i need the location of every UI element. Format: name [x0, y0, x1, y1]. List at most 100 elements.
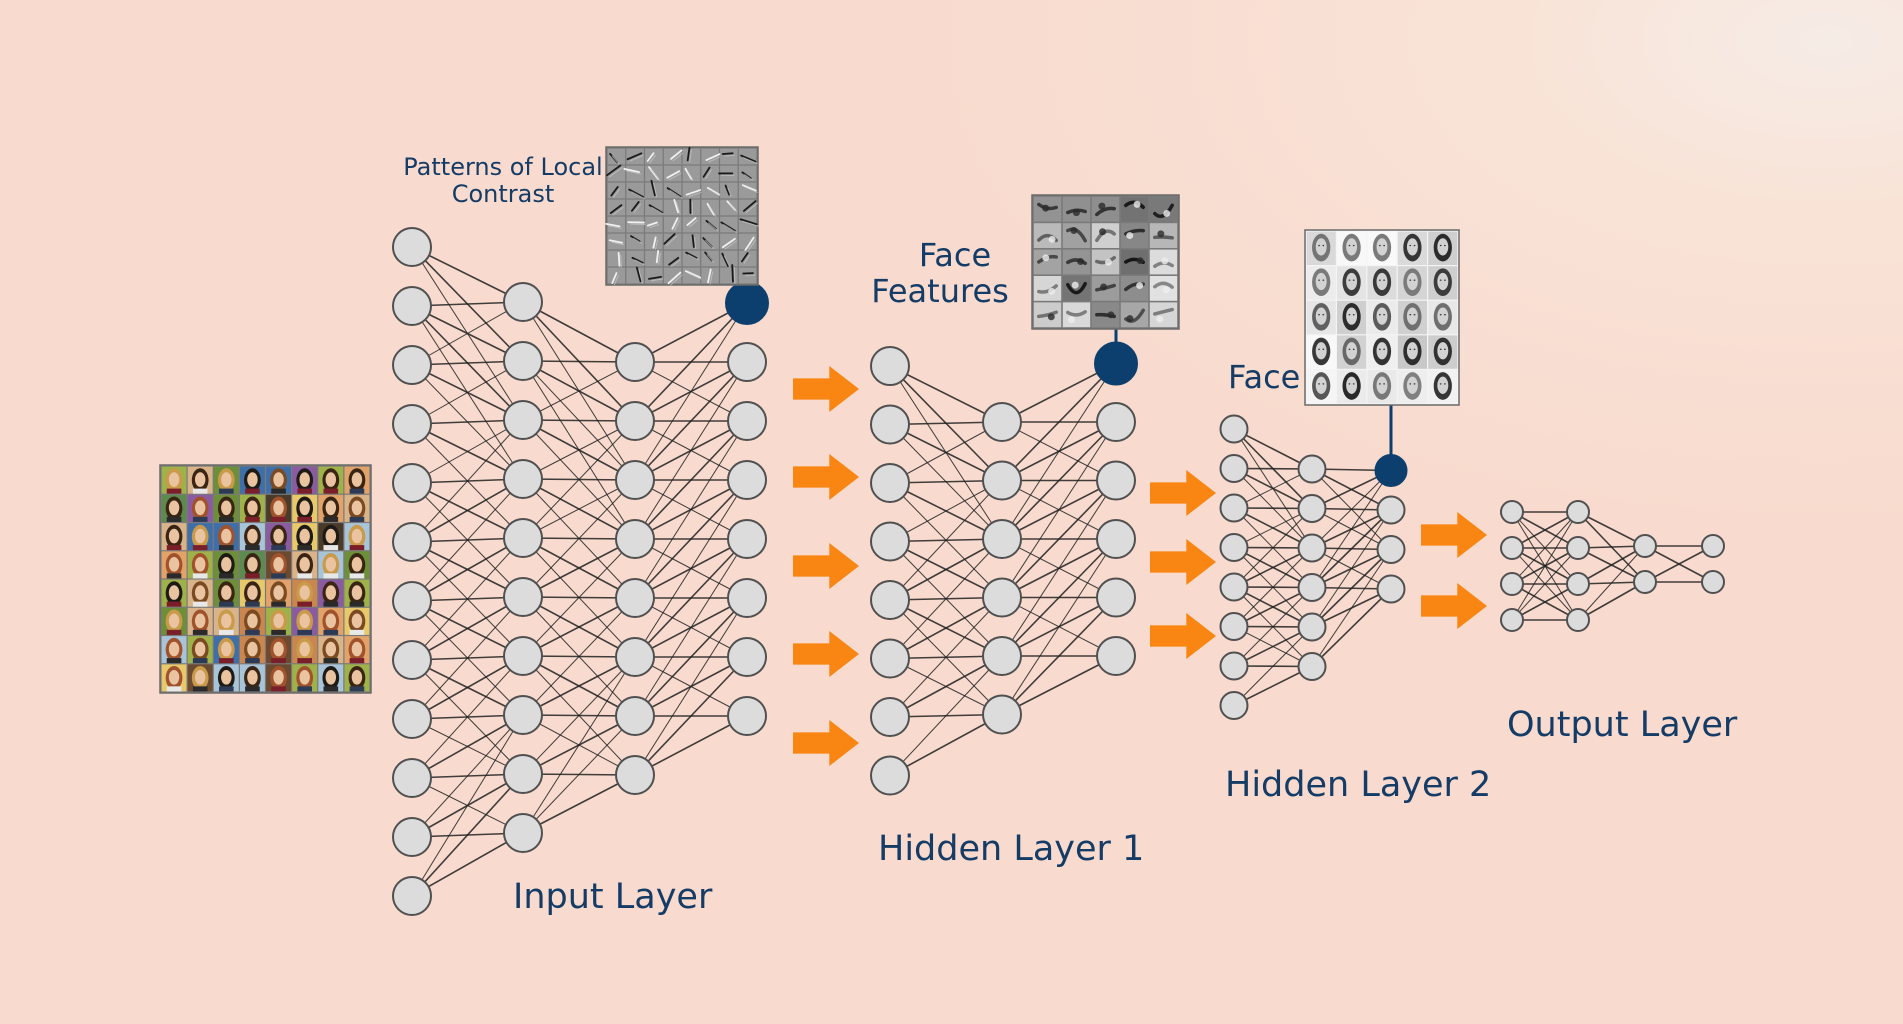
connection-edge	[634, 656, 748, 776]
neuron-node	[615, 755, 655, 795]
highlighted-neuron	[1374, 454, 1408, 487]
connection-edge	[1001, 362, 1117, 482]
connection-edge	[634, 538, 748, 717]
flow-arrow-icon	[1421, 512, 1487, 558]
neuron-node	[1566, 500, 1590, 524]
neuron-node	[727, 460, 767, 500]
connection-edge	[1233, 547, 1313, 588]
connection-edge	[634, 597, 748, 717]
connection-edge	[1001, 363, 1117, 540]
neuron-node	[392, 817, 432, 857]
connection-edge	[634, 302, 748, 481]
flow-arrow-icon	[1421, 583, 1487, 629]
connection-edge	[522, 538, 636, 657]
neuron-node	[503, 282, 543, 322]
connection-edge	[522, 597, 636, 716]
connection-edge	[1311, 509, 1392, 589]
input-face-grid-image	[159, 464, 372, 694]
neuron-node	[1701, 570, 1725, 594]
connection-edge	[634, 420, 748, 540]
neuron-node	[1219, 612, 1249, 641]
neuron-node	[503, 577, 543, 617]
flow-arrow-icon	[793, 631, 859, 677]
face-features-label-line2: Features	[871, 271, 1009, 310]
neuron-node	[870, 697, 910, 737]
output-layer-label: Output Layer	[1507, 705, 1738, 745]
neuron-node	[870, 404, 910, 445]
connection-edge	[411, 832, 524, 897]
connection-edge	[1233, 665, 1313, 707]
connection-edge	[411, 301, 524, 366]
connection-edge	[1511, 583, 1579, 621]
patterns-label-line1: Patterns of Local	[403, 153, 603, 181]
connection-edge	[1233, 547, 1313, 627]
face-features-label: Face Features	[860, 236, 1020, 310]
connection-edge	[411, 478, 524, 543]
connection-edge	[889, 655, 1003, 718]
neuron-node	[1701, 534, 1725, 558]
face-label: Face	[1228, 358, 1301, 396]
nodes-layer	[392, 227, 1725, 916]
neuron-node	[615, 696, 655, 736]
neuron-node	[727, 342, 767, 382]
neuron-node	[392, 758, 432, 798]
connection-edge	[522, 538, 636, 598]
connection-edge	[1577, 545, 1646, 585]
connection-edge	[1001, 421, 1117, 540]
neuron-node	[1096, 577, 1136, 618]
connection-edge	[1001, 538, 1117, 715]
connection-edge	[634, 479, 748, 599]
face-reconstructions-image	[1304, 229, 1460, 406]
connection-edge	[411, 714, 524, 779]
connection-edge	[522, 656, 636, 775]
connection-edge	[634, 597, 748, 776]
neuron-node	[615, 460, 655, 500]
connection-edge	[1511, 511, 1579, 621]
face-features-image	[1031, 194, 1180, 330]
neuron-node	[727, 401, 767, 441]
highlighted-neuron	[725, 281, 769, 325]
neuron-node	[1297, 533, 1327, 563]
connection-edge	[411, 714, 524, 897]
connection-edge	[522, 301, 636, 363]
neuron-node	[615, 519, 655, 559]
connection-edge	[634, 479, 748, 658]
connection-edge	[1233, 626, 1313, 706]
neuron-node	[615, 637, 655, 677]
neuron-node	[982, 402, 1022, 442]
connection-edge	[1311, 588, 1392, 668]
connection-edge	[522, 715, 636, 834]
neuron-node	[392, 876, 432, 916]
connection-edge	[1233, 468, 1313, 509]
neuron-node	[1297, 652, 1327, 681]
neuron-node	[1219, 533, 1249, 562]
connection-edge	[1511, 511, 1579, 549]
neuron-node	[1219, 572, 1249, 602]
input-layer-label: Input Layer	[513, 877, 713, 917]
connection-edge	[1001, 480, 1117, 657]
neuron-node	[392, 286, 432, 326]
neuron-node	[1219, 691, 1249, 720]
neuron-node	[982, 519, 1022, 559]
neuron-node	[982, 636, 1022, 676]
connection-edge	[889, 538, 1003, 601]
connection-edge	[889, 365, 1003, 423]
neuron-node	[615, 401, 655, 441]
highlighted-neuron	[1094, 341, 1138, 386]
neuron-node	[503, 518, 543, 558]
connection-edge	[889, 655, 1003, 776]
neuron-node	[1297, 494, 1327, 523]
local-contrast-filters-image	[605, 146, 759, 286]
connection-edge	[522, 656, 636, 716]
neuron-node	[1376, 535, 1406, 564]
neuron-node	[1219, 493, 1249, 523]
face-features-label-line1: Face	[918, 236, 992, 274]
neuron-node	[1566, 608, 1590, 632]
connection-edge	[1311, 509, 1392, 628]
neuron-node	[1096, 519, 1136, 559]
neuron-node	[392, 463, 432, 503]
connection-edge	[1233, 508, 1313, 548]
connection-edge	[522, 420, 636, 480]
connection-edge	[522, 479, 636, 598]
